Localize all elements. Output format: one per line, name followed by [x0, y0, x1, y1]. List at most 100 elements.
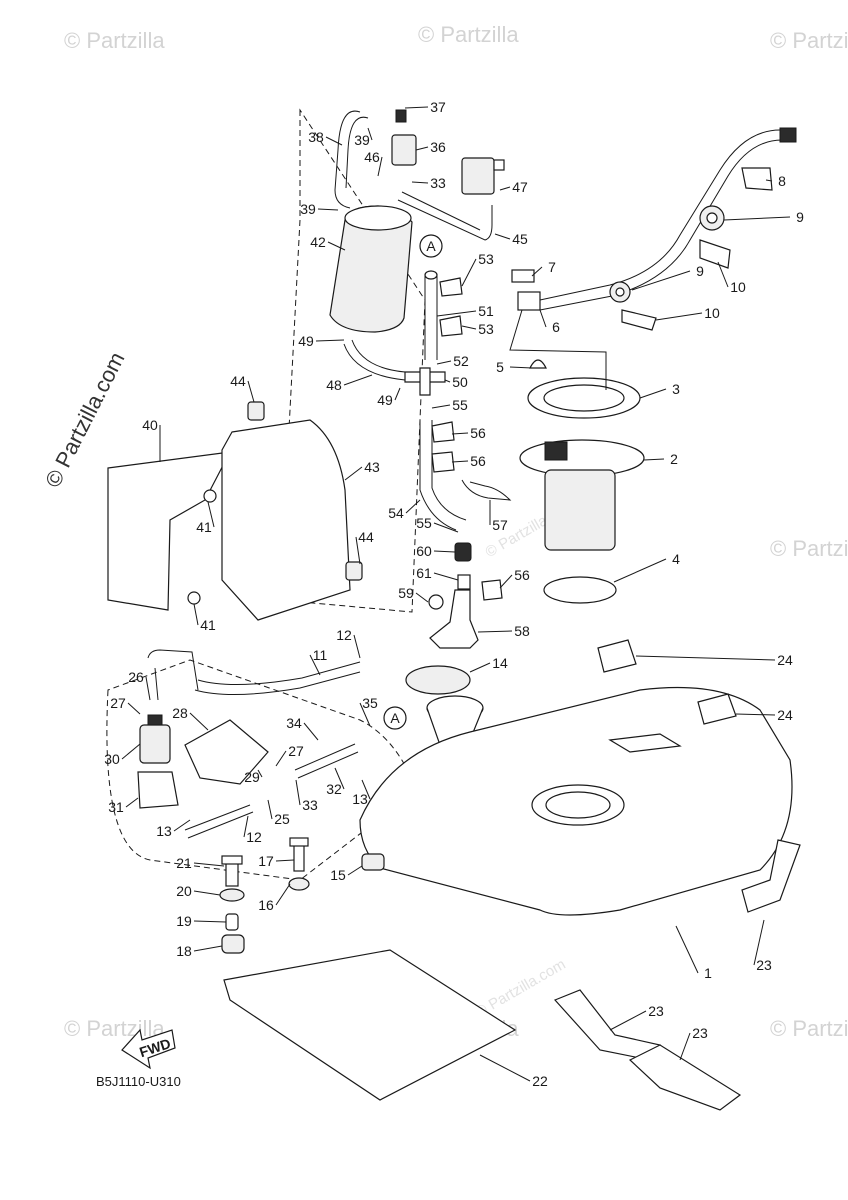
leader-line [309, 654, 321, 676]
leader-line [494, 233, 511, 240]
callout-52: 52 [453, 353, 469, 369]
leader-line [334, 767, 345, 790]
leader-line [436, 310, 477, 317]
callout-49: 49 [298, 333, 314, 349]
callout-15: 15 [330, 867, 346, 883]
clip-53b [439, 315, 463, 337]
callout-26: 26 [128, 669, 144, 685]
fitting-60 [454, 542, 472, 562]
ref-a-top [419, 234, 443, 258]
leader-line [479, 1054, 531, 1082]
leader-line [267, 799, 273, 820]
callout-34: 34 [286, 715, 302, 731]
grommet-15 [361, 853, 385, 871]
hose-48 [343, 339, 406, 381]
leader-line [451, 460, 469, 463]
clamp-10b [621, 309, 657, 331]
guard-22 [223, 949, 517, 1101]
hose-45 [397, 199, 493, 241]
callout-23: 23 [692, 1025, 708, 1041]
leader-line [193, 862, 225, 867]
grommet-44 [247, 401, 265, 421]
leader-line [433, 522, 459, 533]
callout-12: 12 [246, 829, 262, 845]
leader-line [639, 388, 667, 399]
callout-44: 44 [230, 373, 246, 389]
leader-line [735, 713, 776, 716]
hose-32 [294, 743, 359, 779]
callout-31: 31 [108, 799, 124, 815]
callout-27: 27 [110, 695, 126, 711]
callout-1: 1 [704, 965, 712, 981]
callout-5: 5 [496, 359, 504, 375]
leader-line [189, 712, 209, 731]
callout-53: 53 [478, 251, 494, 267]
solenoid-valve [391, 109, 417, 166]
callout-56: 56 [470, 425, 486, 441]
watermark: © Partzilla [770, 536, 848, 561]
leader-line [193, 603, 199, 626]
bolt-41b [187, 591, 201, 605]
callout-9: 9 [696, 263, 704, 279]
leader-line [643, 458, 665, 461]
leader-line [717, 261, 729, 288]
callout-60: 60 [416, 543, 432, 559]
callout-41: 41 [196, 519, 212, 535]
callout-51: 51 [478, 303, 494, 319]
callout-14: 14 [492, 655, 508, 671]
leader-line [275, 750, 287, 767]
leader-line [753, 919, 765, 966]
leader-line [509, 366, 533, 369]
collar-20 [219, 888, 245, 902]
callout-40: 40 [142, 417, 158, 433]
leader-line [327, 241, 346, 251]
leader-line [344, 466, 363, 481]
grommet-9 [699, 205, 725, 231]
callout-37: 37 [430, 99, 446, 115]
callout-55: 55 [416, 515, 432, 531]
clip-56 [431, 421, 455, 443]
leader-lines [121, 106, 791, 1082]
leader-line [125, 797, 139, 808]
callout-49: 49 [377, 392, 393, 408]
leader-line [347, 865, 363, 876]
leader-line [415, 592, 429, 603]
clip-53 [439, 277, 463, 297]
strap-23c [628, 1044, 742, 1111]
leader-line [433, 572, 459, 581]
leader-line [303, 722, 319, 741]
bolt-21 [221, 855, 243, 887]
leader-line [325, 136, 343, 146]
leader-line [499, 574, 513, 589]
hose-38 [334, 110, 361, 209]
charcoal-canister [329, 205, 413, 333]
leader-line [655, 312, 703, 321]
strap-23 [741, 839, 801, 913]
callout-32: 32 [326, 781, 342, 797]
callout-44: 44 [358, 529, 374, 545]
valve-47 [461, 157, 505, 195]
bracket-28 [184, 719, 269, 785]
leader-line [539, 309, 547, 328]
fwd-label: FWD [137, 1035, 172, 1060]
hose-group-outline [106, 659, 421, 881]
grommet-18 [221, 934, 245, 954]
callout-12: 12 [336, 627, 352, 643]
callout-46: 46 [364, 149, 380, 165]
clamp-10 [699, 239, 731, 269]
callout-33: 33 [430, 175, 446, 191]
leader-line [121, 743, 141, 760]
callout-18: 18 [176, 943, 192, 959]
callout-61: 61 [416, 565, 432, 581]
leader-line [127, 702, 141, 715]
callout-8: 8 [778, 173, 786, 189]
leader-line [394, 387, 401, 401]
callout-41: 41 [200, 617, 216, 633]
callout-23: 23 [756, 957, 772, 973]
leader-line [531, 266, 543, 277]
callout-7: 7 [548, 259, 556, 275]
callout-24: 24 [777, 652, 793, 668]
leader-line [405, 499, 421, 514]
leader-line [431, 404, 451, 409]
diagram-code: B5J1110-U310 [96, 1074, 181, 1089]
